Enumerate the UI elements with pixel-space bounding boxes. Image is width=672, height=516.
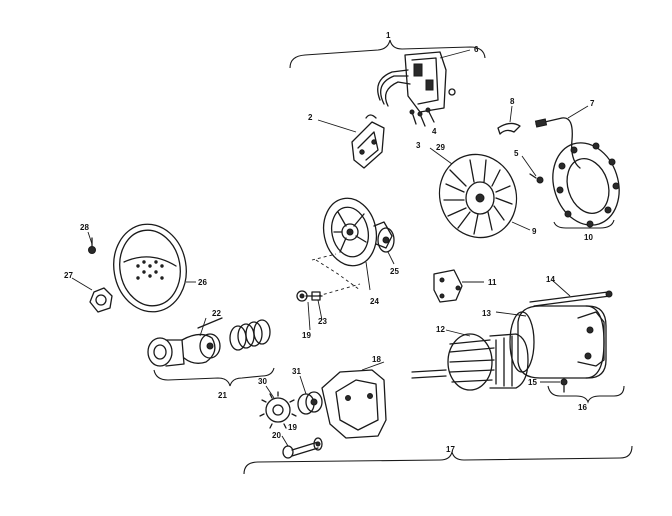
part-30-gear	[259, 385, 297, 429]
part-25-hub	[377, 227, 395, 265]
brace-group-1	[289, 39, 486, 69]
part-14-through-bolts	[529, 279, 613, 307]
part-3-4-screws	[409, 107, 435, 127]
part-20-bolt	[281, 435, 319, 459]
alignment-line-24	[311, 253, 361, 297]
callout-23: 23	[318, 317, 327, 326]
callout-24: 24	[370, 297, 379, 306]
callout-7: 7	[590, 99, 595, 108]
part-8-screw	[521, 155, 544, 184]
callout-4: 4	[432, 127, 437, 136]
part-26-screen	[113, 223, 196, 313]
brace-group-16	[547, 385, 625, 404]
callout-29: 29	[436, 143, 445, 152]
part-21-starter-assembly	[147, 317, 275, 387]
part-13-motor-housing	[495, 305, 607, 379]
callout-18: 18	[372, 355, 381, 364]
part-6-ignition-module	[377, 49, 471, 113]
callout-1: 1	[386, 31, 391, 40]
callout-25: 25	[390, 267, 399, 276]
callout-31: 31	[292, 367, 301, 376]
callout-19b: 19	[288, 423, 297, 432]
part-24-starter-cup	[322, 197, 393, 291]
part-31-bushing	[297, 375, 323, 415]
callout-27: 27	[64, 271, 73, 280]
part-11-bracket	[433, 269, 484, 303]
callout-13: 13	[482, 309, 491, 318]
callout-22: 22	[212, 309, 221, 318]
part-23-spacer	[311, 291, 323, 321]
callout-6: 6	[474, 45, 479, 54]
part-2-bracket	[317, 114, 385, 169]
callout-15: 15	[528, 378, 537, 387]
brace-group-17	[243, 445, 633, 475]
part-9-flywheel	[429, 147, 531, 239]
part-21-spring	[229, 319, 271, 351]
callout-17: 17	[446, 445, 455, 454]
part-5-clip	[497, 105, 521, 135]
callout-30: 30	[258, 377, 267, 386]
part-10-stator	[552, 142, 620, 229]
callout-9: 9	[532, 227, 537, 236]
callout-5: 5	[514, 149, 519, 158]
callout-26: 26	[198, 278, 207, 287]
part-12-armature	[411, 329, 529, 391]
callout-10: 10	[584, 233, 593, 242]
part-27-nut	[71, 277, 113, 313]
callout-28: 28	[80, 223, 89, 232]
part-19-screw	[296, 290, 323, 331]
callout-3: 3	[416, 141, 421, 150]
callout-20: 20	[272, 431, 281, 440]
callout-11: 11	[488, 278, 497, 287]
callout-16: 16	[578, 403, 587, 412]
callout-12: 12	[436, 325, 445, 334]
part-28-screw	[87, 231, 96, 254]
part-15-screw	[540, 378, 568, 393]
callout-labels: 1 6 8 7 2 4 3 29 5 9 10 28 27 26 25 11 1…	[64, 31, 595, 454]
callout-14: 14	[546, 275, 555, 284]
screen-mesh	[136, 260, 164, 280]
part-18-end-cap	[321, 361, 387, 439]
part-19-washer	[313, 437, 323, 451]
callout-2: 2	[308, 113, 313, 122]
callout-21: 21	[218, 391, 227, 400]
callout-19a: 19	[302, 331, 311, 340]
callout-8a: 8	[510, 97, 515, 106]
